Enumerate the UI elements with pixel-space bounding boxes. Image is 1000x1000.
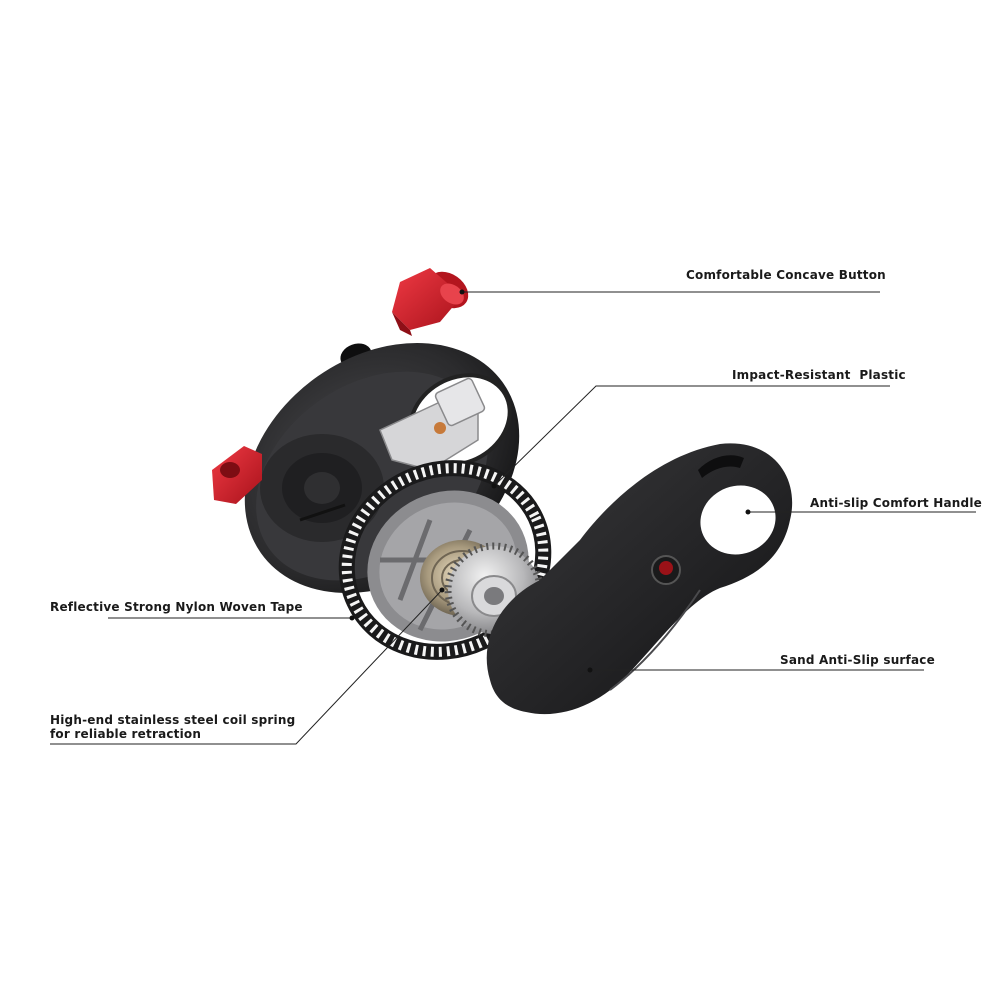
leader-spring bbox=[50, 589, 443, 745]
leader-dots bbox=[349, 289, 751, 673]
label-coil-spring: High-end stainless steel coil spring for… bbox=[50, 713, 295, 741]
label-anti-slip-surface: Sand Anti-Slip surface bbox=[780, 653, 935, 667]
dot-spring bbox=[439, 587, 445, 593]
dot-surface bbox=[587, 667, 593, 673]
side-brake-button-part bbox=[212, 446, 262, 504]
dot-tape bbox=[349, 615, 355, 621]
leader-lines bbox=[50, 291, 976, 745]
label-impact-resistant-plastic: Impact-Resistant Plastic bbox=[732, 368, 906, 382]
label-comfort-handle: Anti-slip Comfort Handle bbox=[810, 496, 982, 510]
dot-plastic bbox=[491, 483, 497, 489]
label-nylon-tape: Reflective Strong Nylon Woven Tape bbox=[50, 600, 303, 614]
leader-plastic bbox=[493, 385, 890, 487]
dot-handle bbox=[745, 509, 751, 515]
label-concave-button: Comfortable Concave Button bbox=[686, 268, 886, 282]
label-coil-spring-line1: High-end stainless steel coil spring bbox=[50, 713, 296, 727]
concave-button-part bbox=[392, 268, 469, 336]
handle-shell-part bbox=[486, 443, 793, 715]
lock-slider-part bbox=[379, 377, 486, 471]
label-coil-spring-line2: for reliable retraction bbox=[50, 727, 202, 741]
dot-button bbox=[459, 289, 465, 295]
